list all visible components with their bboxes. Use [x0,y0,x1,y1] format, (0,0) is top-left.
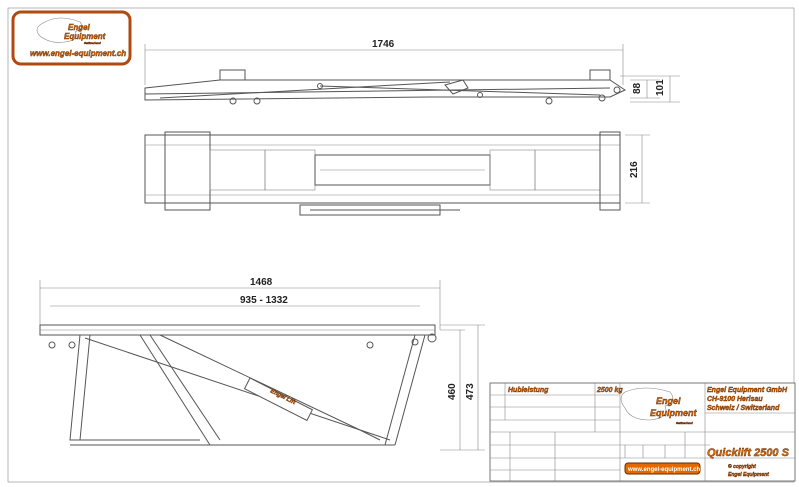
plan-view: 216 [144,131,650,216]
dim-101: 101 [655,79,666,96]
capacity-value: 2500 kg [596,387,623,394]
side-view-lowered: 1746 88 101 [144,39,680,105]
product-name: Quicklift 2500 S [707,447,790,459]
dim-1746: 1746 [372,39,395,50]
logo-url: www.engel-equipment.ch [30,49,126,58]
title-logo-engel: Engel [656,396,681,406]
dim-1468: 1468 [250,277,273,288]
company-country: Schweiz / Switzerland [707,405,780,412]
dim-460: 460 [447,383,458,400]
logo: Engel Equipment Switzerland www.engel-eq… [11,10,132,66]
title-block: Hubleistung 2500 kg Engel Equipment Swit… [489,382,796,482]
title-logo-equipment: Equipment [650,408,698,418]
title-logo-switzerland: Switzerland [676,421,693,425]
side-view-raised: 1468 935 - 1332 Engel Lift 460 473 [39,277,485,451]
company-name: Engel Equipment GmbH [707,387,788,394]
capacity-label: Hubleistung [508,387,549,394]
title-url: www.engel-equipment.ch [627,467,700,473]
dim-473: 473 [465,383,476,400]
logo-text-switzerland: Switzerland [84,41,101,45]
copyright-line2: Engel Equipment [728,472,769,478]
dim-216: 216 [629,161,640,178]
logo-text-equipment: Equipment [64,32,106,41]
company-address: CH-9100 Herisau [707,396,763,403]
dim-935-1332: 935 - 1332 [240,295,288,306]
logo-text-engel: Engel [68,23,91,32]
dim-88: 88 [632,82,643,94]
sheet-border [7,7,795,483]
copyright-line1: © copyright [728,463,756,470]
